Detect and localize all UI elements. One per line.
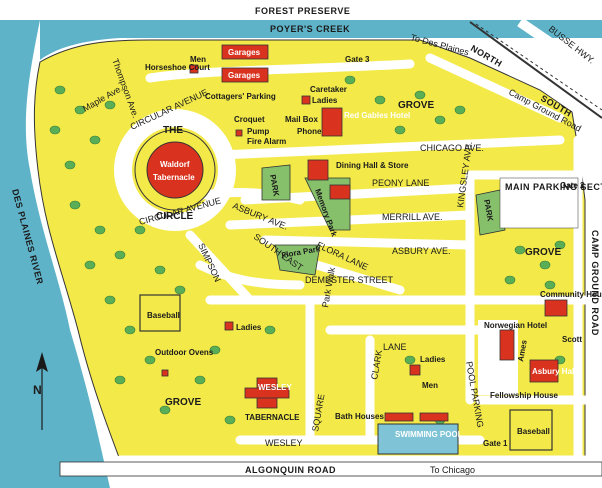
label-grove-right: GROVE	[525, 247, 561, 258]
label-outdoor-ovens: Outdoor Ovens	[155, 348, 214, 357]
label-gate-3: Gate 3	[345, 55, 370, 64]
label-garages-1: Garages	[228, 48, 261, 57]
dining-hall-building	[307, 159, 329, 181]
label-merrill-ave: MERRILL AVE.	[382, 212, 443, 222]
label-men-low: Men	[422, 381, 438, 390]
label-garages-2: Garages	[228, 71, 261, 80]
label-cottagers-parking: Cottagers' Parking	[205, 92, 276, 101]
label-park-1: PARK	[268, 174, 281, 198]
label-gate-2: Gate 2	[560, 181, 585, 190]
label-grove-left: GROVE	[165, 397, 201, 408]
asbury-hall-building	[529, 359, 559, 383]
pump-building	[235, 129, 243, 137]
wesley-tabernacle-wing	[244, 387, 290, 399]
label-ladies-mid: Ladies	[236, 323, 262, 332]
oven-1	[161, 369, 169, 377]
circle-road	[114, 109, 236, 231]
label-circle: CIRCLE	[156, 211, 194, 222]
busse-hwy	[517, 17, 602, 83]
label-baseball-left: Baseball	[147, 311, 180, 320]
label-croquet: Croquet	[234, 115, 265, 124]
label-park-2: PARK	[482, 199, 495, 223]
label-pump: Pump	[247, 127, 269, 136]
label-baseball-right: Baseball	[517, 427, 550, 436]
label-fire-alarm: Fire Alarm	[247, 137, 286, 146]
label-camp-ground-road-vertical: CAMP GROUND ROAD	[590, 230, 600, 336]
label-community-house: Community House	[540, 290, 602, 299]
label-phone: Phone	[297, 127, 322, 136]
trees	[49, 75, 566, 425]
label-ladies-low: Ladies	[420, 355, 446, 364]
label-wesley-1: WESLEY	[258, 383, 292, 392]
north-arrow-icon	[36, 352, 48, 430]
main-parking-area	[499, 177, 579, 229]
label-asbury-ave-right: ASBURY AVE.	[392, 246, 451, 256]
label-peony-lane: PEONY LANE	[372, 178, 429, 188]
algonquin-road	[59, 461, 602, 477]
baseball-right-field	[509, 409, 553, 451]
label-dempster-street: DEMPSTER STREET	[305, 275, 394, 285]
label-scott: Scott	[562, 335, 582, 344]
bath-house-2	[419, 412, 449, 422]
swimming-pool	[377, 423, 459, 455]
label-chicago-ave: CHICAGO AVE.	[420, 143, 484, 153]
baseball-left-field	[139, 294, 181, 332]
railroad-ties	[475, 23, 602, 111]
railroad	[469, 21, 602, 119]
label-main-parking: MAIN PARKING SECTION	[505, 182, 602, 192]
norwegian-hotel-building	[499, 329, 515, 361]
label-wesley-street: WESLEY	[265, 438, 303, 448]
label-forest-preserve: FOREST PRESERVE	[255, 6, 350, 16]
label-waldorf: Waldorf	[160, 160, 190, 169]
garages-2-building	[221, 67, 269, 83]
poyers-creek	[40, 20, 602, 60]
label-north-arrow: N	[33, 383, 42, 397]
label-wesley-2: TABERNACLE	[245, 413, 300, 422]
ladies-top-building	[301, 95, 311, 105]
community-house-building	[544, 299, 568, 317]
label-norwegian-hotel: Norwegian Hotel	[484, 321, 547, 330]
label-bath-houses: Bath Houses	[335, 412, 384, 421]
flora-park-area	[274, 244, 321, 276]
red-gables-hotel-building	[321, 107, 343, 137]
label-men-top: Men	[190, 55, 206, 64]
label-poyers-creek: POYER'S CREEK	[270, 24, 350, 34]
park-2-area	[475, 189, 506, 236]
label-the: THE	[163, 125, 183, 136]
label-mail-box: Mail Box	[285, 115, 318, 124]
ladies-men-low-building	[409, 364, 421, 376]
label-ames: Ames	[516, 339, 529, 363]
label-fellowship-house: Fellowship House	[490, 391, 559, 400]
label-algonquin-road: ALGONQUIN ROAD	[245, 465, 336, 475]
label-horseshoe-court: Horseshoe Court	[145, 63, 210, 72]
park-1-area	[261, 164, 291, 201]
label-caretaker: Caretaker	[310, 85, 347, 94]
buildings	[161, 44, 568, 422]
label-dining-hall: Dining Hall & Store	[336, 161, 409, 170]
label-asbury-hall: Asbury Hall	[532, 367, 576, 376]
des-plaines-river	[0, 20, 110, 488]
label-swimming-pool: SWIMMING POOL	[395, 430, 463, 439]
waldorf-tabernacle-building	[146, 141, 204, 199]
garages-1-building	[221, 44, 269, 60]
label-ladies-top: Ladies	[312, 96, 338, 105]
label-gate-1: Gate 1	[483, 439, 508, 448]
label-to-chicago: To Chicago	[430, 465, 475, 475]
label-tabernacle-waldorf: Tabernacle	[153, 173, 195, 182]
men-top-building	[189, 64, 199, 74]
label-grove-top: GROVE	[398, 100, 434, 111]
ladies-mid-building	[224, 321, 234, 331]
dining-hall-annex	[329, 184, 351, 200]
label-lane: LANE	[383, 342, 407, 352]
bath-house-1	[384, 412, 414, 422]
label-red-gables-hotel: Red Gables Hotel	[344, 111, 410, 120]
